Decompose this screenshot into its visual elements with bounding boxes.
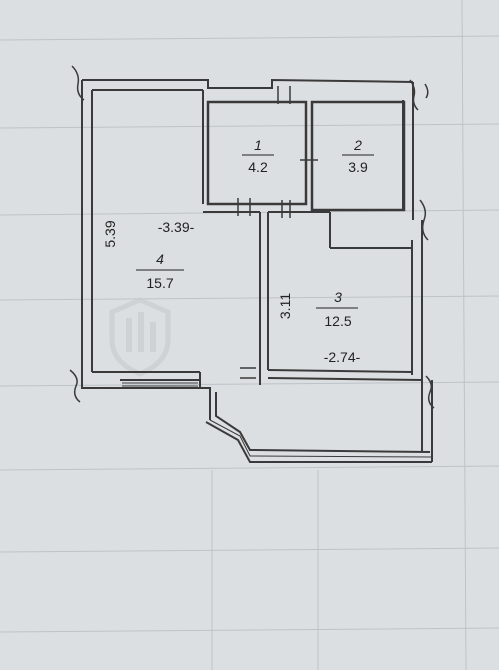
shield-icon — [109, 297, 171, 377]
dimension-room4-height: 5.39 — [102, 220, 118, 247]
walls — [69, 65, 435, 463]
room-2-number: 2 — [353, 137, 362, 153]
room-4: 4 15.7 — [136, 251, 184, 291]
room-3-number: 3 — [334, 289, 342, 305]
dimension-room4-width: -3.39- — [158, 219, 195, 235]
room-2: 2 3.9 — [342, 137, 374, 175]
room-1-area: 4.2 — [248, 159, 268, 175]
room-4-number: 4 — [156, 251, 164, 267]
room-1: 1 4.2 — [242, 137, 274, 175]
room-3: 3 12.5 — [316, 289, 358, 329]
dimension-room3-width: -2.74- — [324, 349, 361, 365]
room-4-area: 15.7 — [146, 275, 173, 291]
dimension-room3-height: 3.11 — [277, 293, 293, 319]
watermark — [109, 297, 171, 377]
room-2-area: 3.9 — [348, 159, 368, 175]
room-3-area: 12.5 — [324, 313, 351, 329]
room-1-number: 1 — [254, 137, 262, 153]
